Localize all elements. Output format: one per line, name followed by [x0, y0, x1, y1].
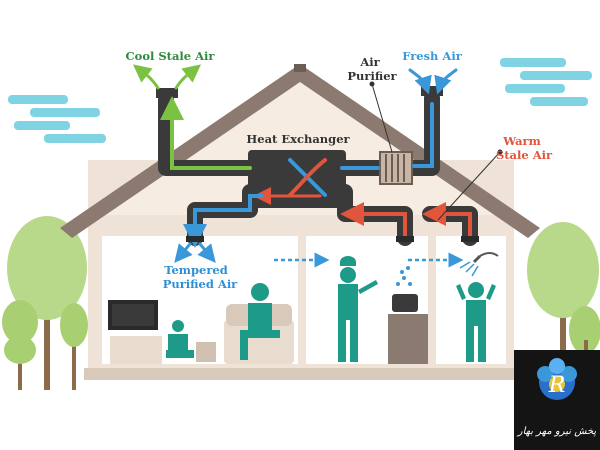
leader-lines	[369, 81, 503, 221]
cloud-right	[500, 58, 592, 106]
label-heat-exchanger: Heat Exchanger	[246, 132, 350, 146]
cloud-left	[8, 95, 106, 143]
house-floor	[84, 368, 520, 380]
bathroom	[459, 252, 499, 277]
label-air-purifier-line1: Air	[359, 55, 380, 69]
label-warm-stale-air-line1: Warm	[502, 134, 541, 148]
airflow-lines	[160, 96, 472, 248]
air-purifier-unit	[379, 151, 413, 185]
roof-ridge	[294, 64, 306, 72]
label-fresh-air: Fresh Air	[402, 49, 462, 63]
logo-flower-icon: R	[537, 358, 577, 400]
person-adult-sitting	[240, 283, 280, 360]
person-chef	[338, 256, 378, 362]
tree-right	[527, 222, 600, 380]
vent-cap-right	[421, 86, 443, 96]
label-cool-stale-air: Cool Stale Air	[126, 49, 216, 63]
label-tempered-line1: Tempered	[164, 263, 228, 277]
logo-text: پخش نیرو مهر بهار	[516, 426, 597, 437]
tree-left	[2, 216, 88, 390]
kitchen	[388, 266, 428, 364]
svg-text:R: R	[548, 373, 566, 398]
label-warm-stale-air-line2: Stale Air	[496, 148, 553, 162]
person-shower	[456, 282, 496, 362]
tempered-outlet-arrows	[174, 242, 216, 263]
company-logo: R پخش نیرو مهر بهار	[514, 350, 600, 450]
heat-exchanger-unit	[248, 150, 346, 208]
label-tempered-line2: Purified Air	[163, 277, 238, 291]
person-child	[166, 320, 194, 358]
vent-cap-left	[156, 88, 178, 98]
vent-grilles	[186, 236, 479, 242]
outside-arrows	[132, 64, 458, 95]
label-air-purifier-line2: Purifier	[347, 69, 397, 83]
